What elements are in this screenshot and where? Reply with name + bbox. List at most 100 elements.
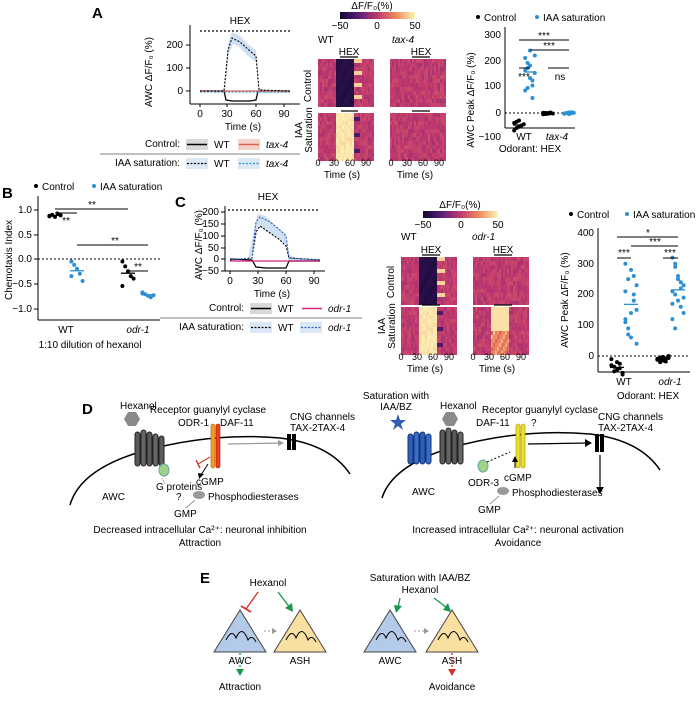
- heatmap-cell: [491, 277, 494, 282]
- d-left-gmp: GMP: [174, 509, 197, 520]
- d-right-odr3: ODR-3: [468, 478, 500, 489]
- heatmap-cell: [356, 153, 359, 158]
- heatmap-cell: [427, 277, 430, 282]
- heatmap-cell: [491, 323, 494, 328]
- heatmap-cell: [412, 125, 415, 130]
- heatmap-cell: [441, 351, 444, 356]
- heatmap-cell: [440, 59, 443, 64]
- scatter-point: [69, 274, 74, 279]
- heatmap-cell: [449, 297, 452, 302]
- heatmap-cell: [430, 113, 433, 118]
- heatmap-cell: [419, 323, 422, 328]
- heatmap-cell: [443, 339, 446, 344]
- heatmap-cell: [366, 145, 369, 150]
- heatmap-cell: [485, 257, 488, 262]
- heatmap-cell: [350, 153, 353, 158]
- heatmap-cell: [485, 311, 488, 316]
- heatmap-cell: [400, 113, 403, 118]
- heatmap-cell: [364, 141, 367, 146]
- heatmap-cell: [372, 141, 375, 146]
- heatmap-cell: [489, 265, 492, 270]
- heatmap-cell: [403, 285, 406, 290]
- heatmap-cell: [394, 67, 397, 72]
- heatmap-cell: [447, 269, 450, 274]
- heatmap-cell: [426, 137, 429, 142]
- heatmap-cell: [431, 293, 434, 298]
- heatmap-cell: [487, 289, 490, 294]
- heatmap-cell: [521, 257, 524, 262]
- heatmap-cell: [400, 129, 403, 134]
- heatmap-cell: [434, 91, 437, 96]
- heatmap-cell: [400, 83, 403, 88]
- c-scatter-ytick-100: 100: [577, 320, 594, 331]
- heatmap-cell: [392, 83, 395, 88]
- heatmap-cell: [437, 265, 440, 270]
- heatmap-cell: [521, 307, 524, 312]
- heatmap-cell: [525, 293, 528, 298]
- heatmap-cell: [350, 117, 353, 122]
- heatmap-cell: [392, 129, 395, 134]
- heatmap-cell: [527, 257, 530, 262]
- d-right-pde-icon: [497, 487, 509, 495]
- heatmap-cell: [344, 141, 347, 146]
- heatmap-cell: [501, 347, 504, 352]
- heatmap-cell: [421, 323, 424, 328]
- heatmap-cell: [396, 117, 399, 122]
- heatmap-cell: [445, 261, 448, 266]
- heatmap-cell: [352, 133, 355, 138]
- heatmap-cell: [334, 67, 337, 72]
- heatmap-cell: [503, 307, 506, 312]
- heatmap-cell: [481, 311, 484, 316]
- heatmap-cell: [445, 301, 448, 306]
- heatmap-cell: [513, 343, 516, 348]
- heatmap-cell: [418, 141, 421, 146]
- heatmap-cell: [493, 339, 496, 344]
- d-left-gprotein-icon: [158, 463, 170, 477]
- heatmap-cell: [409, 285, 412, 290]
- heatmap-cell: [419, 285, 422, 290]
- heatmap-cell: [455, 285, 458, 290]
- heatmap-cell: [487, 273, 490, 278]
- heatmap-cell: [505, 351, 508, 356]
- a-heatmap-xtick-30b: 30: [402, 158, 412, 168]
- d-left-daf11: DAF-11: [220, 418, 254, 429]
- heatmap-cell: [336, 71, 339, 76]
- heatmap-cell: [427, 269, 430, 274]
- heatmap-cell: [390, 121, 393, 126]
- heatmap-cell: [322, 153, 325, 158]
- e-left-outcome: Attraction: [219, 682, 261, 693]
- heatmap-cell: [473, 261, 476, 266]
- heatmap-cell: [483, 273, 486, 278]
- heatmap-cell: [354, 137, 357, 142]
- heatmap-cell: [318, 99, 321, 104]
- heatmap-cell: [505, 269, 508, 274]
- heatmap-cell: [344, 79, 347, 84]
- heatmap-cell: [344, 153, 347, 158]
- heatmap-cell: [477, 277, 480, 282]
- heatmap-cell: [320, 71, 323, 76]
- heatmap-cell: [412, 99, 415, 104]
- heatmap-cell: [428, 67, 431, 72]
- heatmap-cell: [487, 261, 490, 266]
- heatmap-cell: [475, 265, 478, 270]
- heatmap-cell: [417, 343, 420, 348]
- heatmap-cell: [475, 351, 478, 356]
- heatmap-cell: [324, 71, 327, 76]
- heatmap-cell: [411, 293, 414, 298]
- heatmap-cell: [436, 125, 439, 130]
- heatmap-cell: [487, 307, 490, 312]
- heatmap-cell: [404, 145, 407, 150]
- heatmap-cell: [336, 87, 339, 92]
- heatmap-cell: [410, 83, 413, 88]
- heatmap-cell: [511, 297, 514, 302]
- heatmap-cell: [368, 75, 371, 80]
- heatmap-cell: [487, 277, 490, 282]
- heatmap-cell: [322, 157, 325, 162]
- heatmap-cell: [342, 133, 345, 138]
- heatmap-cell: [483, 343, 486, 348]
- heatmap-cell: [368, 95, 371, 100]
- heatmap-cell: [414, 133, 417, 138]
- heatmap-cell: [372, 137, 375, 142]
- heatmap-cell: [527, 301, 530, 306]
- heatmap-cell: [320, 113, 323, 118]
